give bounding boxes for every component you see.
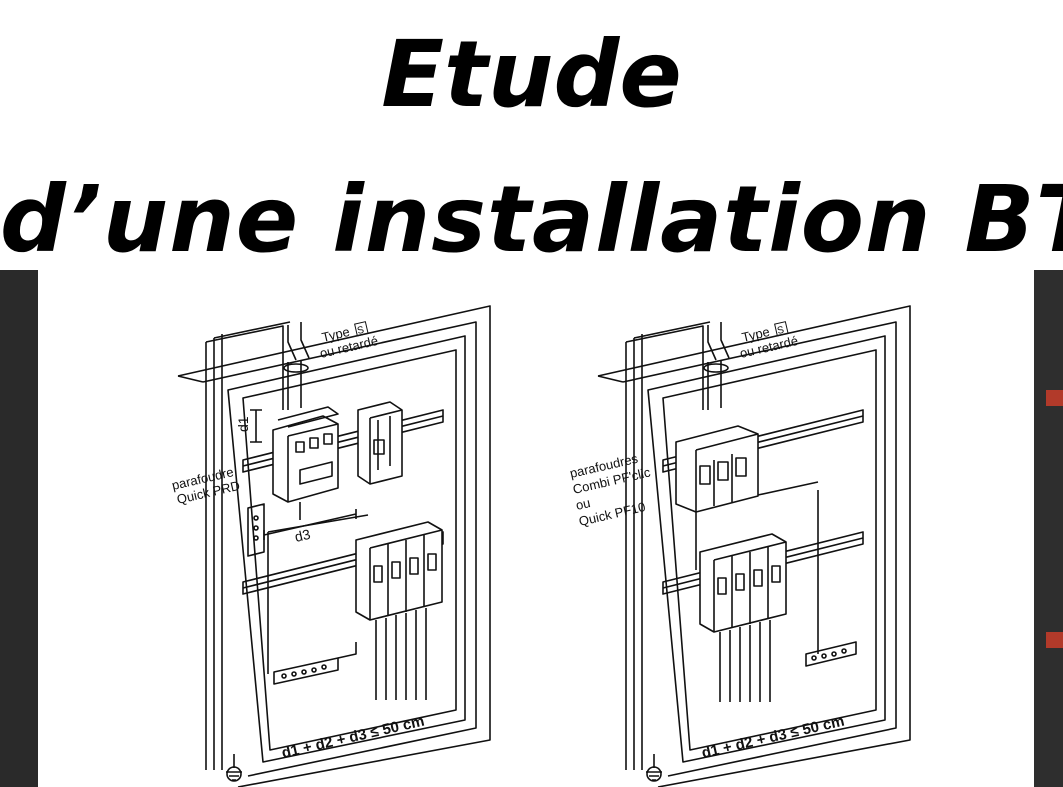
right-cabinet-inner [647,335,886,763]
title-line-1: Etude [381,21,682,128]
left-type-label: Type [320,324,351,345]
right-terminal-bar [805,641,857,667]
left-background-strip [0,270,38,787]
right-cabinet-frame [597,305,911,787]
left-d1-dimension [250,409,262,443]
right-din-rail-lower [662,531,864,595]
left-differential-ring [283,363,309,373]
left-ground-icon [226,754,242,782]
right-type-box-letter: S [776,325,785,337]
title-block: Etude d’une installation BT [0,0,1063,275]
title-line-2: d’une installation BT [0,166,1063,273]
right-surge-arrester [675,425,759,513]
right-differential-ring [703,363,729,373]
right-type-box [774,321,789,337]
pdf-tag-icon [1046,632,1063,648]
right-background-strip [1034,270,1063,787]
left-type-box [354,321,369,337]
diagram-panel: Type S ou retardé parafoudre Quick PRD d… [38,270,1034,787]
left-d3-dimension [263,509,357,540]
left-d1-label: d1 [235,416,251,432]
left-d3-label: d3 [293,526,312,545]
left-surge-arrester [272,406,339,503]
left-main-switch [287,325,297,410]
left-breaker [357,401,403,485]
left-terminal-bar [273,657,339,685]
wiring-diagrams: Type S ou retardé parafoudre Quick PRD d… [170,305,911,787]
right-distribution-breakers [699,533,787,633]
right-ground-icon [646,754,662,782]
left-earth-connector [247,503,265,557]
right-din-rail-upper [662,409,864,473]
left-distribution-breakers [355,521,443,621]
right-wiring-diagram [597,305,911,787]
left-type-box-letter: S [356,325,365,337]
right-type-label: Type [740,324,771,345]
right-arrester-label-3: ou [574,495,591,513]
right-main-switch [707,325,717,410]
left-wiring-diagram [177,305,491,787]
pdf-tag-icon [1046,390,1063,406]
left-cabinet-inner [227,335,466,763]
left-cabinet-frame [177,305,491,787]
